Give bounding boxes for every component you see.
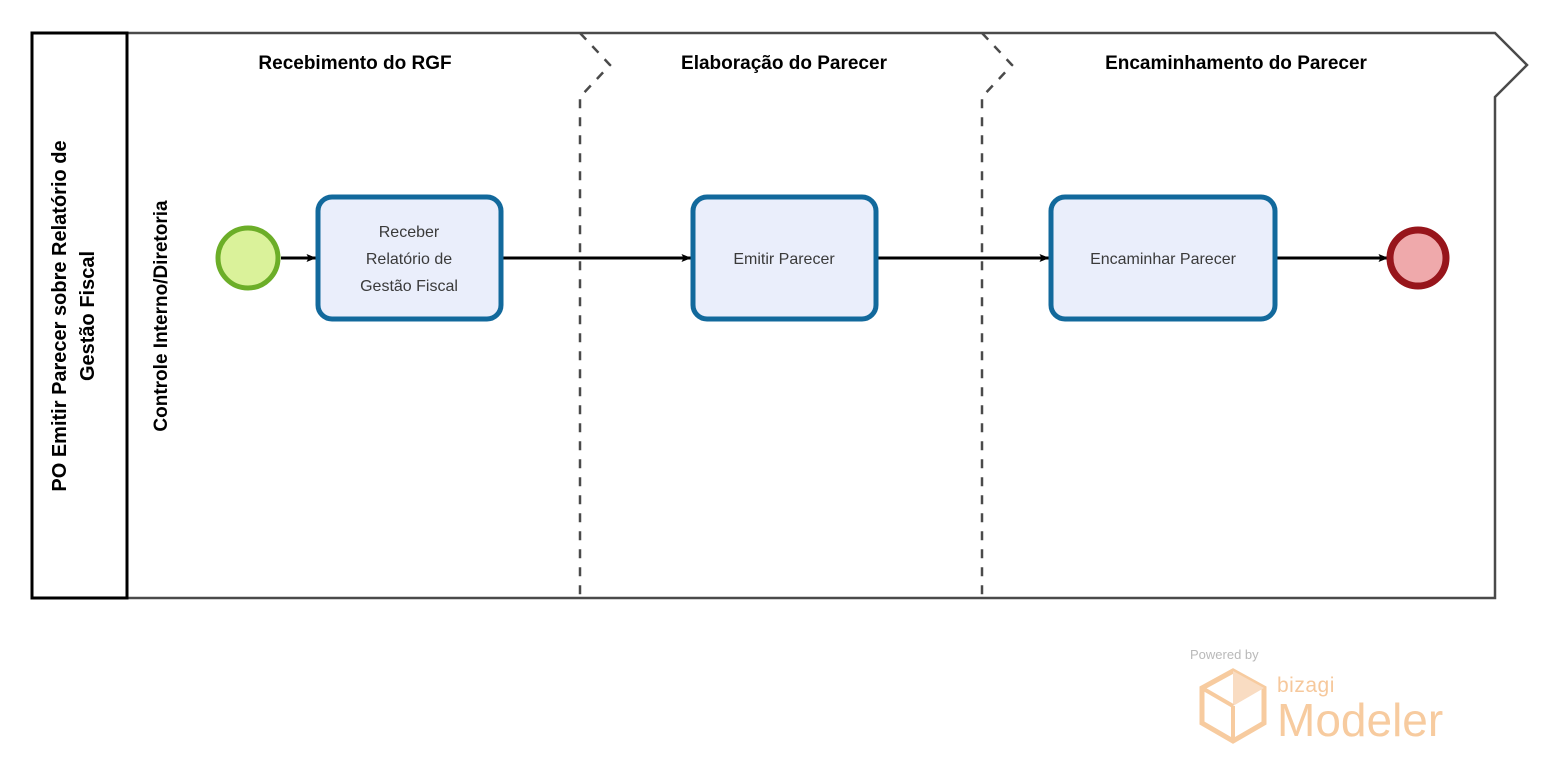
task-receber-relatorio-box[interactable] (315, 194, 504, 322)
task-receber-relatorio-line-2: Relatório de (366, 251, 452, 268)
phase-separator-2 (980, 32, 1014, 598)
bizagi-branding: Powered by bizagi Modeler (1190, 647, 1443, 746)
pool-title: PO Emitir Parecer sobre Relatório de Ges… (49, 140, 99, 491)
task-receber-relatorio[interactable]: Receber Relatório de Gestão Fiscal (315, 194, 504, 322)
task-receber-relatorio-line-1: Receber (379, 224, 440, 241)
task-receber-relatorio-line-3: Gestão Fiscal (360, 278, 458, 295)
phase-separator-1 (578, 32, 612, 598)
powered-by-label: Powered by (1190, 647, 1259, 662)
task-encaminhar-parecer[interactable]: Encaminhar Parecer (1048, 194, 1278, 322)
pool-title-column (30, 31, 129, 600)
task-encaminhar-parecer-box[interactable] (1048, 194, 1278, 322)
hexagon-inner-edge2-icon (1200, 686, 1235, 708)
task-encaminhar-parecer-label: Encaminhar Parecer (1090, 251, 1237, 268)
start-event-circle[interactable] (215, 225, 281, 291)
pool-title-line-1: PO Emitir Parecer sobre Relatório de (49, 140, 71, 491)
hexagon-inner-facet-icon (1233, 671, 1264, 706)
lane-controle-interno-diretoria: Controle Interno/Diretoria (151, 200, 172, 432)
pool-frame (30, 31, 1529, 600)
task-emitir-parecer[interactable]: Emitir Parecer (690, 194, 879, 322)
pool-title-line-2: Gestão Fiscal (77, 251, 99, 381)
phase-title-encaminhamento-do-parecer: Encaminhamento do Parecer (1105, 53, 1367, 74)
bizagi-wordmark: bizagi (1277, 674, 1335, 697)
task-emitir-parecer-label: Emitir Parecer (733, 251, 835, 268)
phase-separator-2-line (980, 32, 1014, 598)
lane-title-label: Controle Interno/Diretoria (151, 200, 172, 432)
bizagi-logo-icon (1199, 668, 1267, 744)
phase-separator-1-line (578, 32, 612, 598)
end-event[interactable] (1386, 226, 1450, 290)
phase-title-elaboracao-do-parecer: Elaboração do Parecer (681, 53, 888, 74)
start-event[interactable] (215, 225, 281, 291)
phase-title-recebimento-do-rgf: Recebimento do RGF (258, 53, 451, 74)
phase-titles: Recebimento do RGF Elaboração do Parecer… (258, 53, 1367, 74)
task-emitir-parecer-box[interactable] (690, 194, 879, 322)
modeler-wordmark: Modeler (1277, 694, 1443, 746)
end-event-circle[interactable] (1386, 226, 1450, 290)
